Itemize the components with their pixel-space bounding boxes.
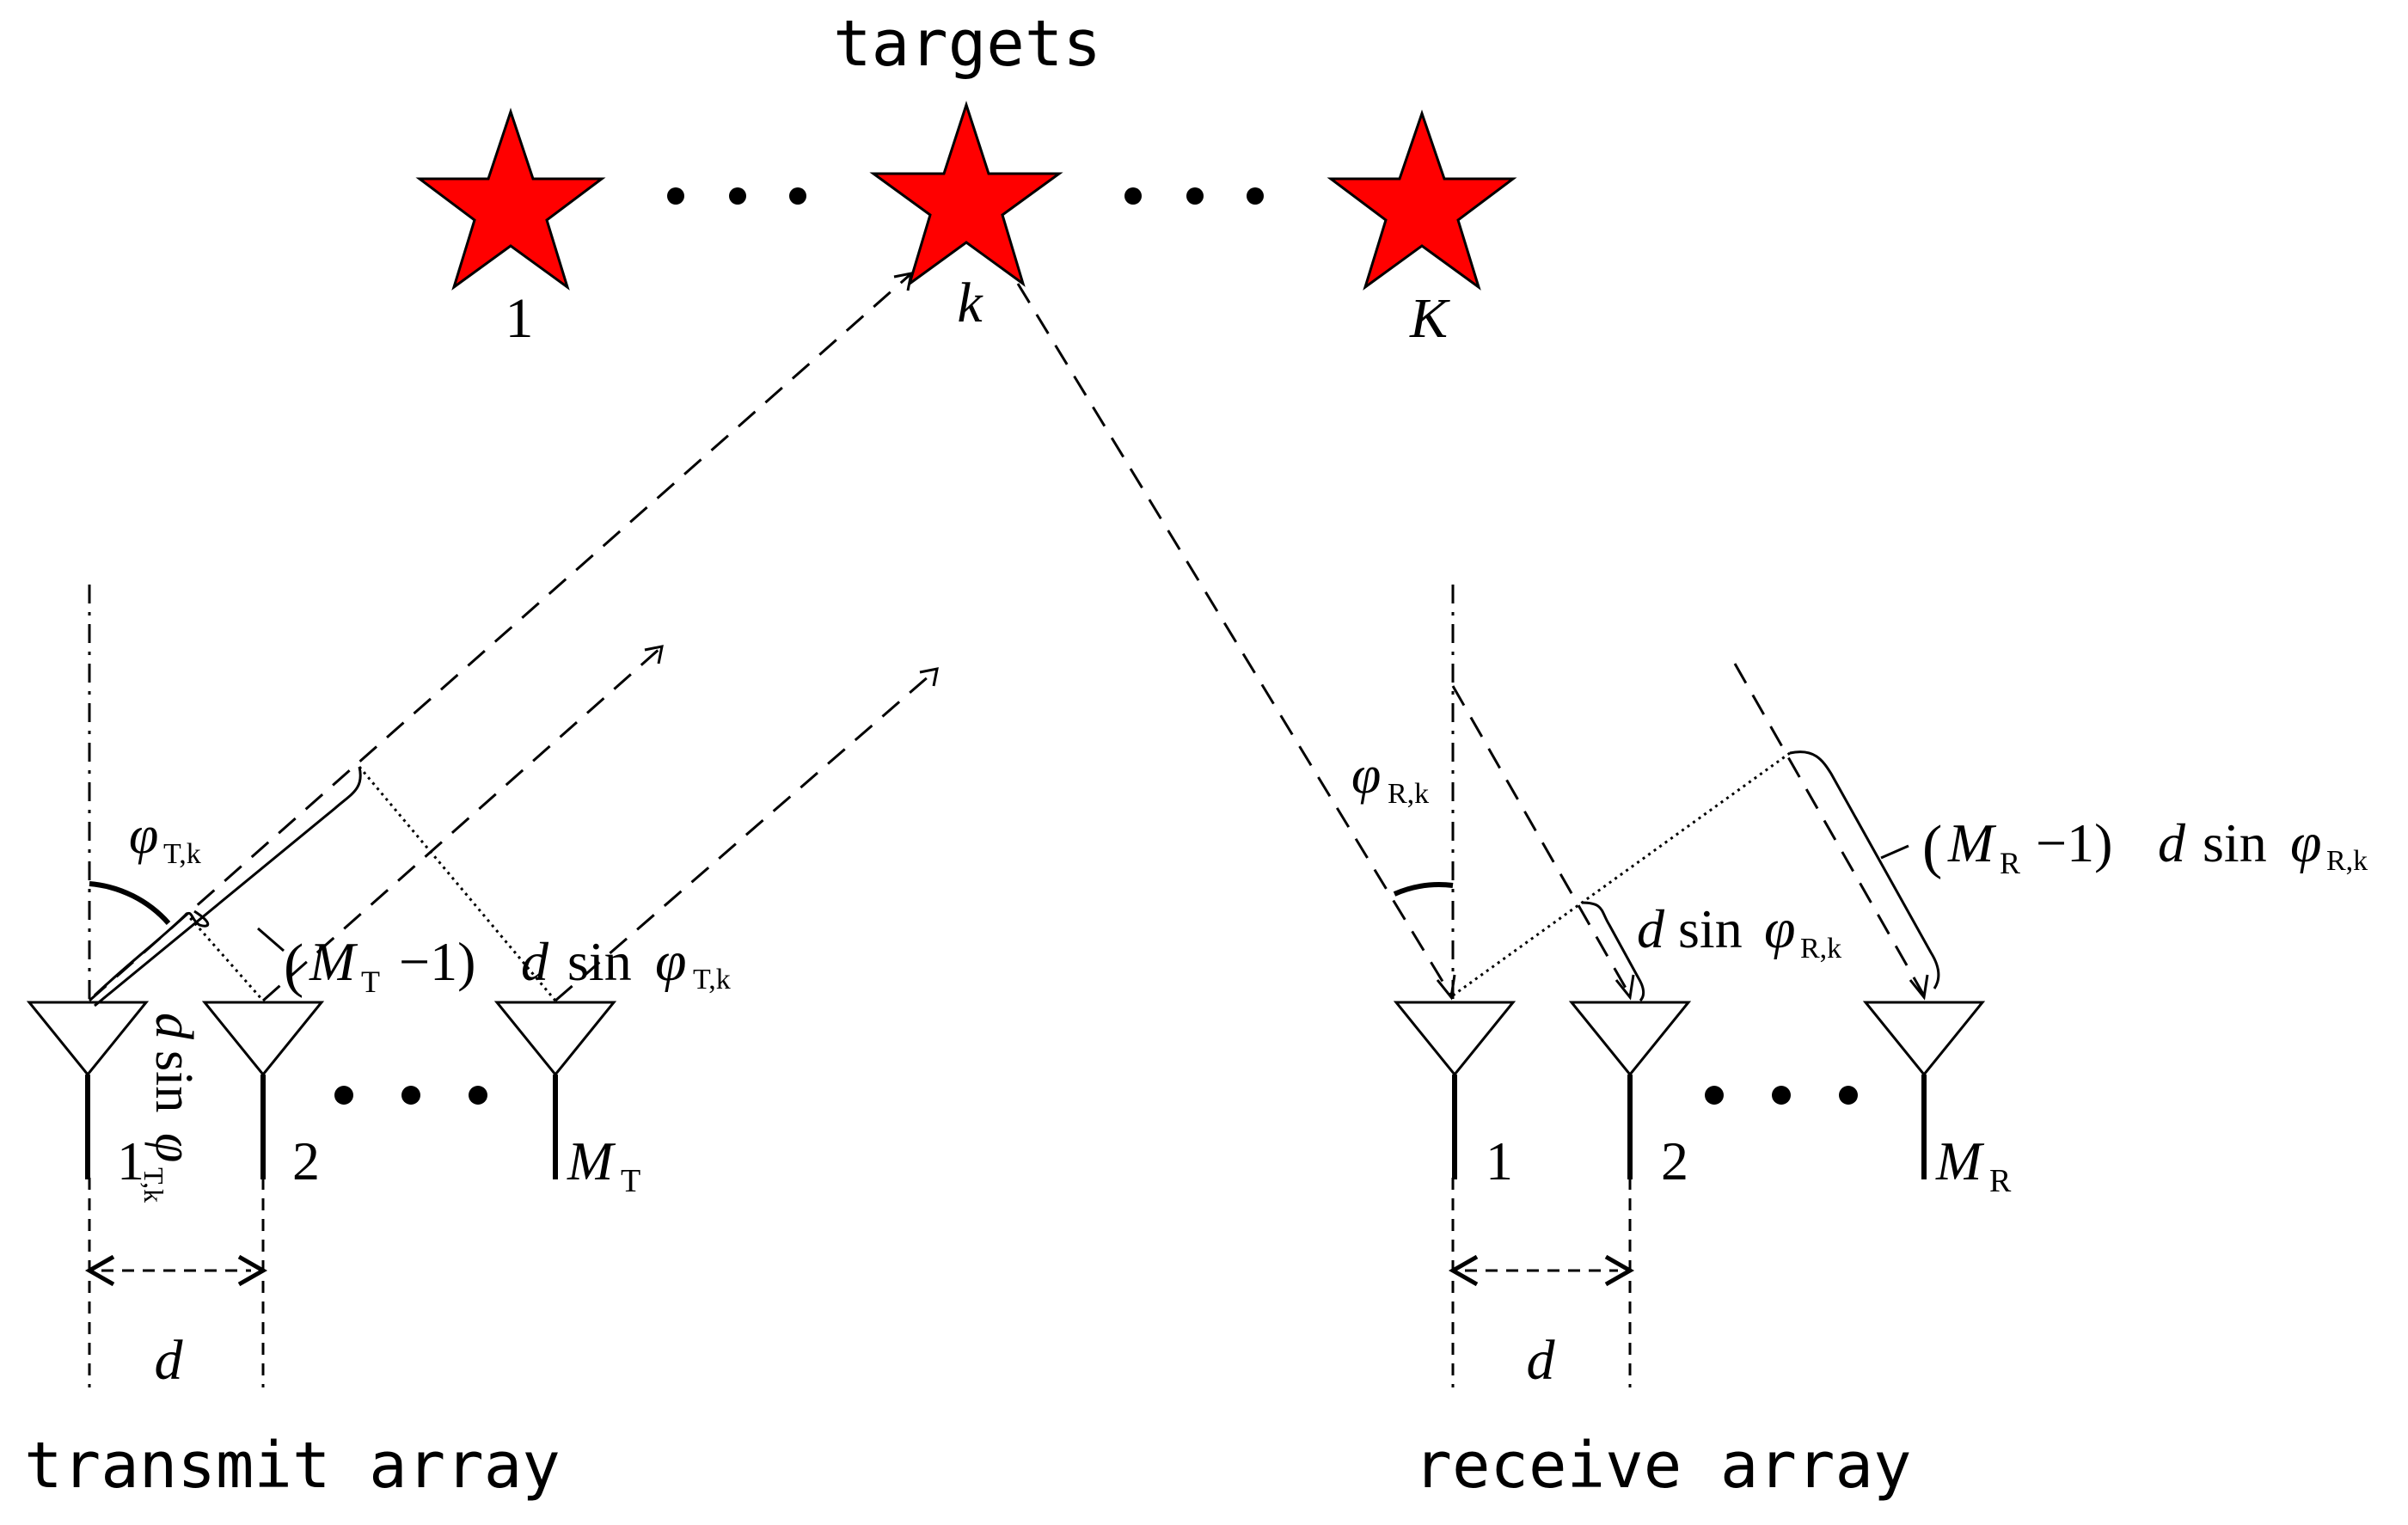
- tx-index-2: 2: [292, 1130, 320, 1191]
- tx-ray-2-arrowhead: [644, 645, 664, 665]
- svg-text:R: R: [2000, 846, 2020, 880]
- target-star-k: [869, 101, 1063, 287]
- svg-text:φ: φ: [144, 1133, 203, 1162]
- tx-index-MT-sub: T: [621, 1163, 640, 1199]
- ellipsis-dots-targets-left: [667, 187, 806, 205]
- tx-ray-1: [89, 273, 910, 1002]
- svg-text:d: d: [521, 931, 549, 992]
- svg-text:R,k: R,k: [1800, 933, 1841, 965]
- svg-text:T,k: T,k: [138, 1167, 169, 1203]
- tx-dsin-label: d sin φ T,k: [138, 1013, 203, 1203]
- target-star-K: [1327, 109, 1517, 291]
- rx-angle-phi: φ: [1351, 746, 1381, 805]
- tx-brace-MT: [94, 766, 362, 1007]
- tx-spacing-arrow: [84, 1254, 268, 1287]
- tx-ray-MT: [555, 669, 936, 1002]
- ellipsis-dots-rx: [1705, 1086, 1858, 1105]
- svg-text:sin: sin: [1678, 898, 1743, 959]
- tx-antenna-1: [26, 1001, 150, 1179]
- rx-ray-1-arrowhead: [1436, 974, 1456, 1001]
- rx-index-MR-sub: R: [1989, 1163, 2012, 1199]
- svg-text:φ: φ: [1764, 897, 1796, 960]
- rx-brace-MR-tick: [1880, 844, 1909, 860]
- svg-text:φ: φ: [2290, 811, 2322, 874]
- target-star-1: [415, 107, 606, 291]
- tx-ray-2: [262, 646, 661, 1002]
- rx-angle-phi-sub: R,k: [1388, 778, 1429, 810]
- svg-text:d: d: [1637, 898, 1665, 959]
- svg-text:R,k: R,k: [2326, 845, 2368, 877]
- tx-perp-line-2: [184, 912, 265, 1001]
- rx-index-MR: M: [1935, 1130, 1985, 1191]
- ellipsis-dots-tx: [334, 1086, 487, 1105]
- svg-text:(: (: [1922, 814, 1942, 880]
- tx-ray-1-arrowhead: [893, 272, 913, 291]
- rx-ray-MR: [1733, 663, 1926, 996]
- rx-index-2: 2: [1661, 1130, 1688, 1191]
- rx-perp-line: [1452, 751, 1791, 997]
- svg-text:M: M: [1947, 812, 1997, 873]
- rx-antenna-2: [1568, 1001, 1692, 1179]
- rx-ray-1: [1016, 283, 1453, 996]
- rx-ray-MR-arrowhead: [1909, 974, 1929, 1001]
- tx-index-1: 1: [117, 1130, 144, 1191]
- target-label-k: k: [957, 272, 983, 334]
- rx-spacing-arrow: [1448, 1254, 1635, 1287]
- svg-text:d: d: [144, 1013, 203, 1040]
- rx-brace-dsin: [1581, 901, 1645, 1002]
- tx-path-difference-label: ( M T −1) d sin φ T,k: [284, 930, 731, 999]
- svg-text:M: M: [309, 931, 358, 992]
- tx-antenna-MT: [493, 1001, 617, 1179]
- tx-perp-line-MT: [358, 766, 557, 1001]
- rx-spacing-label: d: [1527, 1329, 1556, 1392]
- tx-brace-dsin: [93, 909, 210, 997]
- svg-text:−1): −1): [399, 931, 475, 992]
- svg-text:d: d: [2158, 812, 2186, 873]
- targets-title: targets: [833, 7, 1101, 81]
- svg-text:T: T: [361, 965, 380, 999]
- rx-angle-arc: [1393, 882, 1454, 897]
- rx-ray-2: [1451, 685, 1632, 996]
- tx-array-title: transmit array: [24, 1429, 561, 1503]
- rx-array-title: receive array: [1413, 1429, 1911, 1503]
- svg-text:sin: sin: [144, 1050, 203, 1112]
- svg-text:(: (: [284, 933, 303, 999]
- tx-angle-phi: φ: [129, 806, 158, 865]
- tx-ray-MT-arrowhead: [919, 667, 939, 687]
- tx-spacing-label: d: [155, 1329, 184, 1392]
- rx-dsin-label: d sin φ R,k: [1637, 897, 1841, 965]
- target-label-K: K: [1409, 287, 1450, 350]
- rx-brace-MR: [1789, 750, 1940, 989]
- svg-text:φ: φ: [655, 930, 687, 993]
- rx-ray-2-arrowhead: [1615, 974, 1635, 1001]
- tx-index-MT: M: [567, 1130, 616, 1191]
- tx-brace-MT-tick: [257, 927, 285, 952]
- ellipsis-dots-targets-right: [1124, 187, 1264, 205]
- svg-text:sin: sin: [2203, 812, 2267, 873]
- target-label-1: 1: [505, 287, 534, 350]
- tx-angle-phi-sub: T,k: [163, 838, 201, 870]
- tx-antenna-2: [201, 1001, 325, 1179]
- svg-text:sin: sin: [567, 931, 632, 992]
- svg-text:−1): −1): [2036, 812, 2112, 873]
- svg-text:T,k: T,k: [693, 964, 731, 995]
- tx-angle-arc: [89, 881, 171, 925]
- rx-antenna-MR: [1862, 1001, 1986, 1179]
- rx-antenna-1: [1393, 1001, 1516, 1179]
- rx-index-1: 1: [1486, 1130, 1513, 1191]
- rx-path-difference-label: ( M R −1) d sin φ R,k: [1922, 811, 2368, 880]
